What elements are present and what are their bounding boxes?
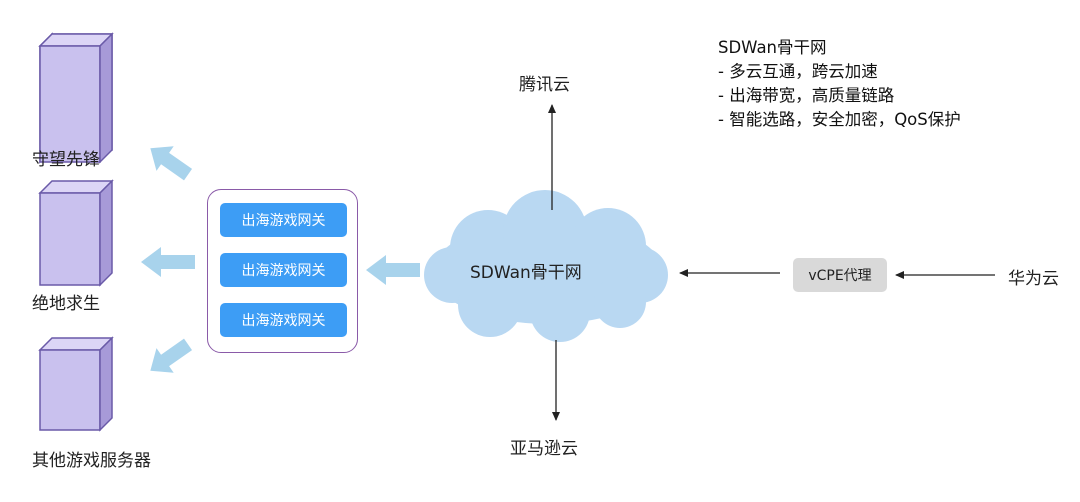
notes-item-3: - 智能选路，安全加密，QoS保护 xyxy=(718,110,961,129)
notes-title: SDWan骨干网 xyxy=(718,38,827,57)
server-icon-1 xyxy=(38,32,114,164)
gateway-node-1: 出海游戏网关 xyxy=(220,203,347,237)
cloud-shape xyxy=(424,190,668,342)
server-icon-3 xyxy=(38,336,114,432)
block-arrow-to-server-3 xyxy=(150,338,193,373)
amazon-cloud-label: 亚马逊云 xyxy=(510,439,578,459)
server-icon-2 xyxy=(38,179,114,287)
gateway-node-3: 出海游戏网关 xyxy=(220,303,347,337)
server-label-overwatch: 守望先锋 xyxy=(32,150,100,170)
backbone-label: SDWan骨干网 xyxy=(470,263,582,283)
block-arrow-to-server-2 xyxy=(141,247,195,277)
server-label-other: 其他游戏服务器 xyxy=(32,451,151,471)
gateway-node-2: 出海游戏网关 xyxy=(220,253,347,287)
notes-item-1: - 多云互通，跨云加速 xyxy=(718,62,878,81)
server-label-pubg: 绝地求生 xyxy=(32,294,100,314)
huawei-cloud-label: 华为云 xyxy=(1008,269,1059,289)
block-arrow-to-server-1 xyxy=(150,146,193,181)
notes-item-2: - 出海带宽，高质量链路 xyxy=(718,86,895,105)
tencent-cloud-label: 腾讯云 xyxy=(519,75,570,95)
block-arrow-to-gateways xyxy=(366,255,420,285)
feature-notes: SDWan骨干网 - 多云互通，跨云加速 - 出海带宽，高质量链路 - 智能选路… xyxy=(718,36,961,132)
vcpe-proxy-node: vCPE代理 xyxy=(793,258,887,292)
